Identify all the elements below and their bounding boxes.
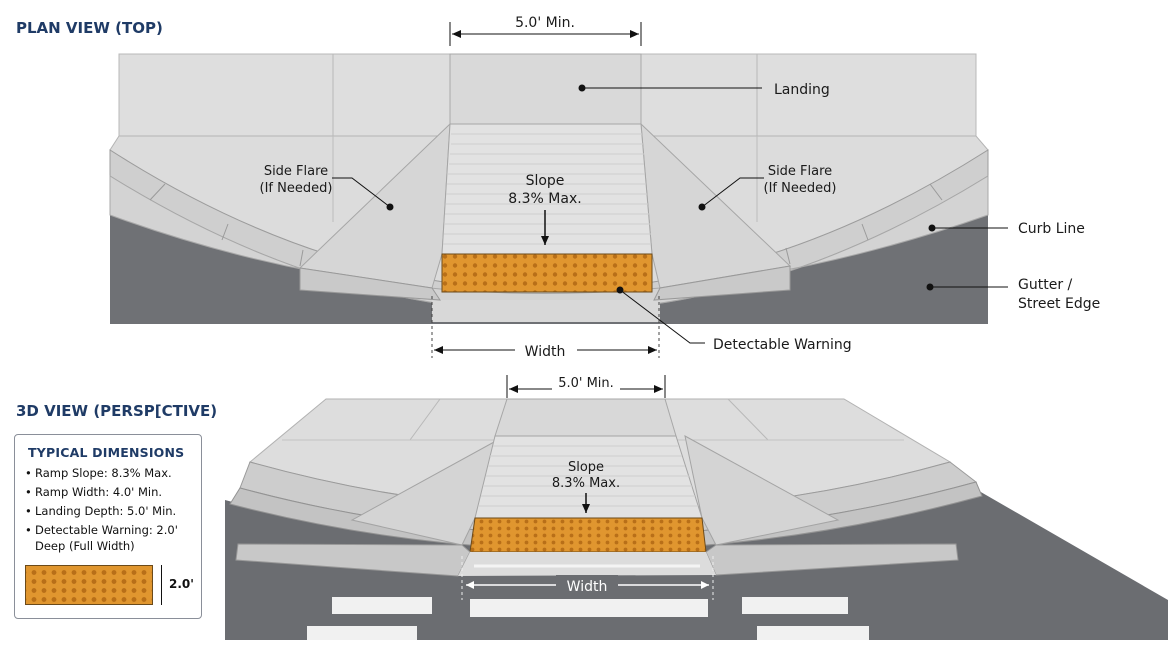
plan-side-flare-left-line2: (If Needed)	[260, 181, 333, 196]
detectable-warning-swatch	[25, 565, 153, 605]
plan-view-drawing	[109, 53, 989, 358]
plan-width-dim-label: Width	[525, 344, 566, 360]
plan-landing-dim-label: 5.0' Min.	[515, 15, 575, 31]
plan-view-heading: PLAN VIEW (TOP)	[16, 19, 163, 37]
perspective-drawing	[225, 398, 1168, 640]
typical-dimensions-box: TYPICAL DIMENSIONS Ramp Slope: 8.3% Max.…	[14, 434, 202, 619]
dimension-item: Ramp Width: 4.0' Min.	[25, 484, 200, 500]
plan-side-flare-right-leader	[701, 177, 764, 208]
plan-detectable-warning-pad	[441, 253, 653, 293]
perspective-landing-dim-label: 5.0' Min.	[558, 376, 614, 391]
crosswalk-bar	[307, 626, 417, 640]
swatch-dimension-line	[161, 565, 162, 605]
plan-gutter-line1: Gutter /	[1018, 277, 1073, 293]
plan-curb-line-label: Curb Line	[1018, 221, 1085, 237]
perspective-landing	[494, 398, 677, 437]
plan-landing-label: Landing	[774, 82, 830, 98]
perspective-slope-line2: 8.3% Max.	[552, 476, 620, 491]
crosswalk-bar	[757, 626, 869, 640]
crosswalk-bar	[742, 597, 848, 614]
dimension-item: Landing Depth: 5.0' Min.	[25, 503, 200, 519]
dimension-item: Ramp Slope: 8.3% Max.	[25, 465, 200, 481]
swatch-dimension-label: 2.0'	[169, 577, 194, 591]
plan-detectable-warning-label: Detectable Warning	[713, 337, 852, 353]
crosswalk-bar	[332, 597, 432, 614]
perspective-width-dim-label: Width	[567, 579, 608, 595]
plan-detectable-warning-leader	[619, 289, 705, 344]
plan-side-flare-right-line1: Side Flare	[768, 164, 832, 179]
plan-landing	[449, 53, 642, 125]
plan-slope-line1: Slope	[526, 173, 565, 189]
plan-gutter-asphalt	[110, 215, 988, 324]
plan-side-flare-right-line2: (If Needed)	[764, 181, 837, 196]
plan-slope-line2: 8.3% Max.	[508, 191, 581, 207]
perspective-slope-line1: Slope	[568, 460, 604, 475]
typical-dimensions-list: Ramp Slope: 8.3% Max. Ramp Width: 4.0' M…	[25, 465, 200, 557]
plan-gutter-line2: Street Edge	[1018, 296, 1100, 312]
perspective-detectable-warning-pad	[469, 517, 707, 553]
plan-side-flare-left-line1: Side Flare	[264, 164, 328, 179]
perspective-view-heading: 3D VIEW (PERSP[CTIVE)	[16, 402, 217, 420]
dimension-item: Detectable Warning: 2.0' Deep (Full Widt…	[25, 522, 200, 554]
typical-dimensions-title: TYPICAL DIMENSIONS	[28, 445, 185, 460]
plan-side-flare-left-leader	[332, 177, 391, 208]
crosswalk-bar	[470, 599, 708, 617]
